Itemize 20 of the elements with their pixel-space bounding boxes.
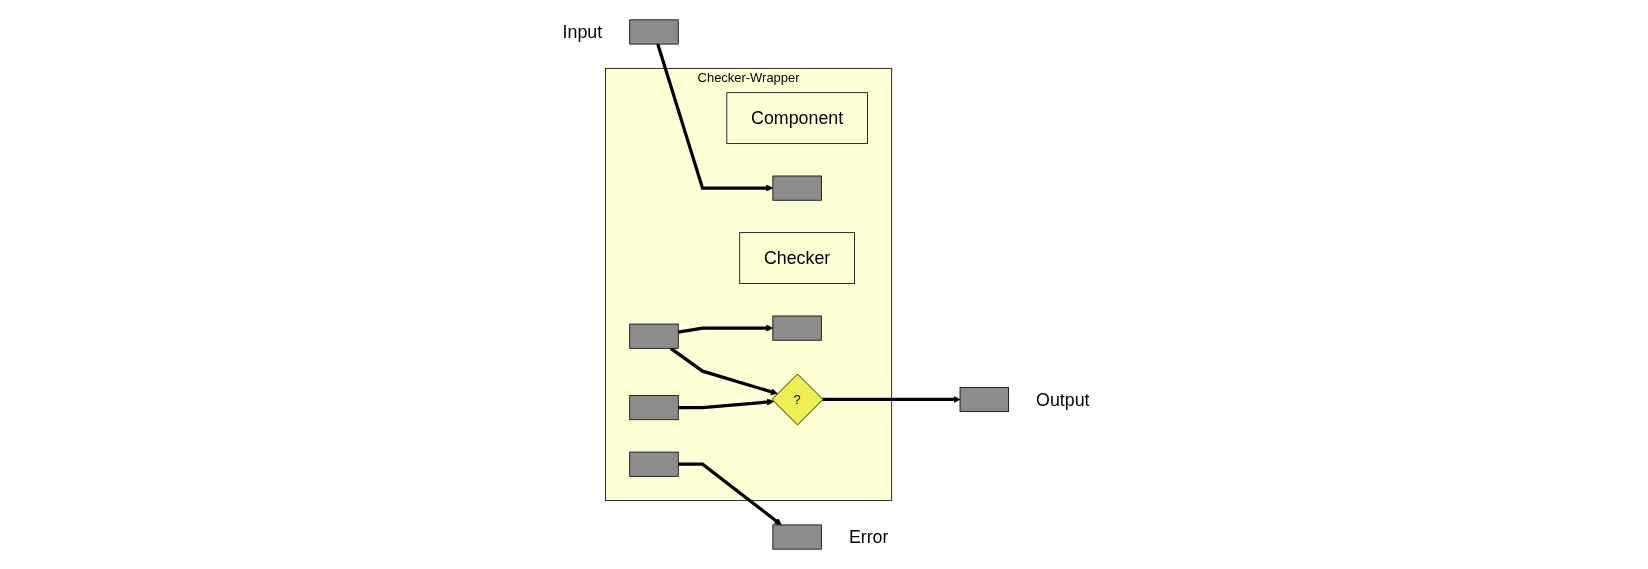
- node-box: Checker: [739, 232, 856, 284]
- node-box: [629, 395, 679, 421]
- node-box: [772, 315, 822, 341]
- arrow: [678, 324, 774, 334]
- node-label: Error: [849, 526, 889, 548]
- node-box: [772, 175, 822, 201]
- node-box: [772, 524, 822, 550]
- node-diamond: ?: [771, 373, 824, 426]
- node-label: Input: [562, 21, 603, 43]
- node-label: Output: [1036, 389, 1090, 410]
- arrow: [656, 43, 774, 192]
- node-box: Component: [726, 92, 868, 145]
- arrow: [670, 347, 779, 396]
- arrow: [678, 462, 782, 526]
- node-box: [629, 451, 679, 477]
- node-box: [629, 19, 679, 45]
- node-box: [629, 323, 679, 349]
- arrow: [822, 395, 961, 404]
- arrow: [678, 398, 775, 410]
- node-box: [959, 386, 1010, 413]
